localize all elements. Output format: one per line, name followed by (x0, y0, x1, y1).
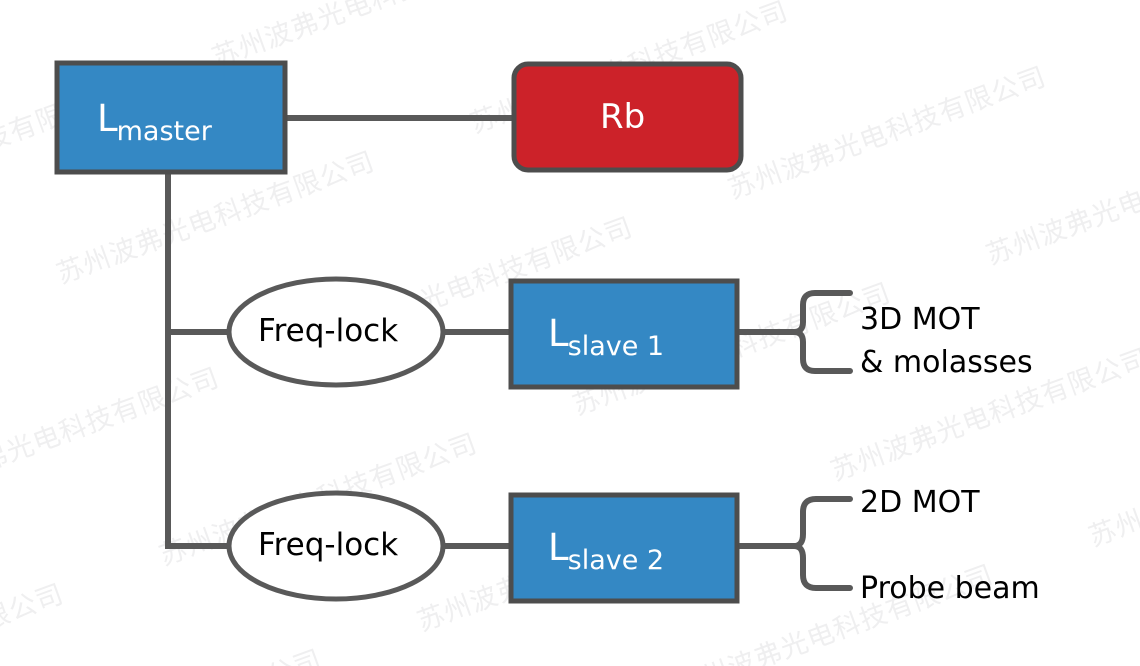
brace-slave-1-upper-arm (791, 290, 853, 335)
output-label-probe-beam: Probe beam (860, 571, 1040, 606)
laser-box-slave-2-label: Lslave 2 (548, 526, 665, 574)
output-label-molasses: & molasses (860, 345, 1033, 380)
ellipse-freq-lock-2[interactable] (226, 490, 446, 602)
laser-box-slave-1-main: L (548, 312, 569, 355)
brace-slave-2-upper-arm (791, 496, 853, 549)
ellipse-freq-lock-1-label: Freq-lock (258, 313, 399, 349)
reference-box-rb-label: Rb (600, 97, 646, 137)
laser-box-master-sub: master (116, 116, 212, 147)
ellipse-freq-lock-1[interactable] (226, 276, 446, 388)
laser-box-slave-1-sub: slave 1 (567, 331, 665, 362)
laser-box-slave-1[interactable] (508, 278, 740, 390)
laser-box-master-label: Lmaster (97, 97, 213, 145)
brace-slave-1-lower-arm (791, 329, 853, 374)
brace-slave-2-lower-arm (791, 543, 853, 591)
laser-box-master-main: L (97, 97, 118, 140)
laser-box-slave-1-label: Lslave 1 (548, 312, 665, 360)
laser-box-master[interactable] (54, 60, 288, 175)
output-label-3d-mot: 3D MOT (860, 302, 980, 337)
ellipse-freq-lock-2-label: Freq-lock (258, 527, 399, 563)
laser-box-slave-2-main: L (548, 526, 569, 569)
output-label-2d-mot: 2D MOT (860, 485, 980, 520)
laser-box-slave-2-sub: slave 2 (567, 545, 665, 576)
reference-box-rb[interactable] (511, 61, 744, 173)
laser-box-slave-2[interactable] (508, 492, 740, 604)
